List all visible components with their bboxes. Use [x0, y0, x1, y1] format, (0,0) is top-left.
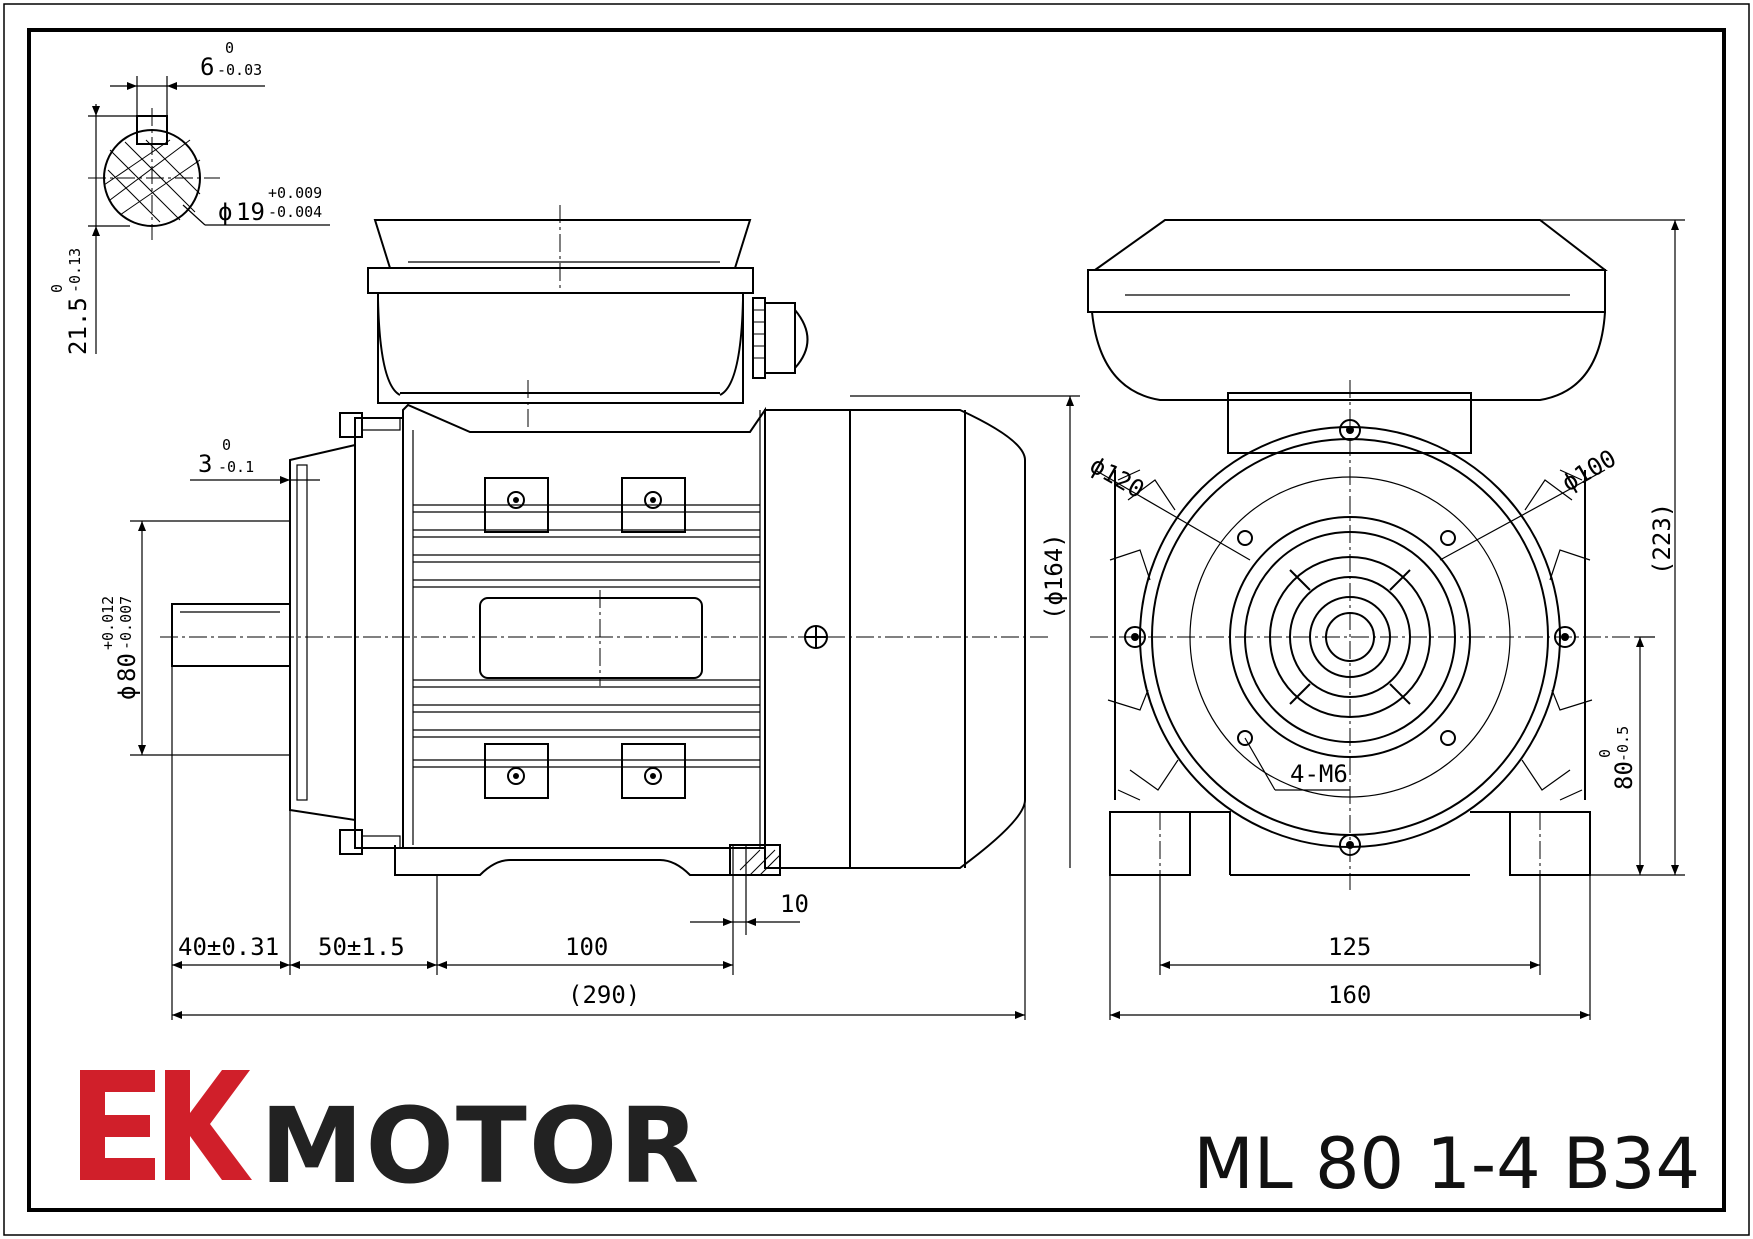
flange-step-upper: 0: [222, 436, 231, 454]
foot-width: 160: [1328, 981, 1371, 1009]
pcd-120-label: ϕ120: [1085, 451, 1149, 504]
pcd-100-label: ϕ100: [1557, 444, 1621, 497]
shaft-height-lower: -0.5: [1614, 726, 1632, 762]
shaft-dia-upper: +0.009: [268, 184, 322, 202]
ek-logo: MOTOR: [80, 1070, 701, 1207]
spigot-dia-upper: +0.012: [99, 596, 117, 650]
key-width-nominal: 6: [200, 53, 214, 81]
dim-50: 50±1.5: [318, 933, 405, 961]
foot-spacing: 125: [1328, 933, 1371, 961]
drawing-frame: [27, 28, 1726, 1212]
model-label: ML 80 1-4 B34: [1193, 1123, 1700, 1205]
shaft-height-nominal: 80: [1610, 761, 1638, 790]
body-dia-label: (ϕ164): [1040, 533, 1068, 620]
key-width-upper: 0: [225, 39, 234, 57]
brand-name: MOTOR: [260, 1085, 701, 1207]
overall-length: (290): [568, 981, 640, 1009]
shaft-dia-nominal: 19: [236, 198, 265, 226]
flange-step-nominal: 3: [198, 450, 212, 478]
spigot-dia-nominal: 80: [113, 653, 141, 682]
shaft-dia-prefix: ϕ: [218, 198, 232, 226]
foot-hole-dim: 10: [780, 890, 809, 918]
flange-step-lower: -0.1: [218, 458, 254, 476]
spigot-dia-prefix: ϕ: [113, 686, 141, 700]
side-view: 3 0 -0.1 ϕ 80 +0.012 -0.007 (ϕ164) 10: [99, 205, 1080, 1020]
key-width-lower: -0.03: [217, 61, 262, 79]
key-height-nominal: 21.5: [64, 297, 92, 355]
key-height-upper: 0: [48, 284, 66, 293]
key-height-lower: -0.13: [66, 248, 84, 293]
shaft-height-upper: 0: [1596, 749, 1614, 758]
height-label: (223): [1648, 503, 1676, 575]
dim-40: 40±0.31: [178, 933, 279, 961]
ek-logo-mark: [80, 1070, 252, 1180]
dim-100: 100: [565, 933, 608, 961]
holes-label: 4-M6: [1290, 760, 1348, 788]
shaft-key-detail: 6 0 -0.03 ϕ 19 +0.009 -0.004 21.5 0 -0.1…: [48, 39, 330, 355]
shaft-dia-lower: -0.004: [268, 203, 322, 221]
spigot-dia-lower: -0.007: [117, 596, 135, 650]
outer-border: [3, 3, 1750, 1236]
front-view: ϕ120 ϕ100 4-M6 (223) 80 0 -0.5 1: [1085, 219, 1685, 1020]
